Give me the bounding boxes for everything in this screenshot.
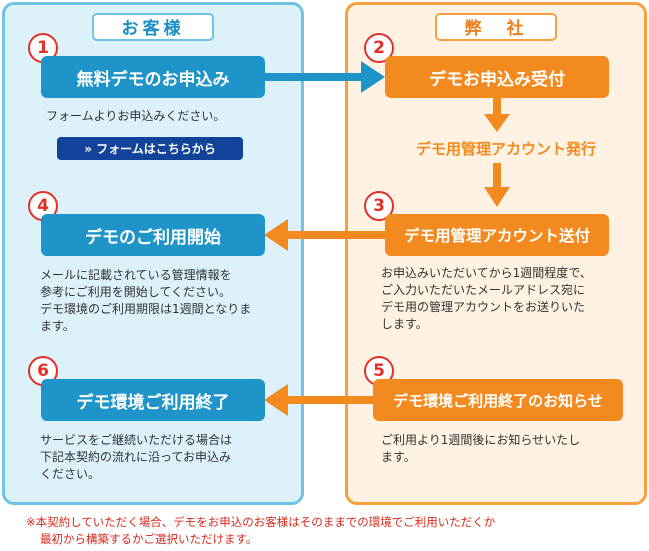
step4-description: メールに記載されている管理情報を 参考にご利用を開始してください。 デモ環境のご…: [40, 268, 252, 333]
step6-description: サービスをご継続いただける場合は 下記本契約の流れに沿ってお申込み ください。: [40, 433, 233, 481]
arrow-down-to-issue: [484, 98, 510, 132]
company-header: 弊 社: [435, 13, 557, 41]
step3-box: デモ用管理アカウント送付: [385, 214, 609, 256]
account-issue-label: デモ用管理アカウント発行: [415, 140, 596, 158]
step2-box: デモお申込み受付: [385, 56, 609, 98]
footnote: ※本契約していただく場合、デモをお申込のお客様はそのままでの環境でご利用いただく…: [26, 515, 496, 546]
form-link-button[interactable]: » フォームはこちらから: [57, 137, 243, 160]
step3-description: お申込みいただいてから1週間程度で、 ご入力いただいたメールアドレス宛に デモ用…: [381, 266, 592, 331]
step1-box: 無料デモのお申込み: [41, 56, 265, 98]
step1-description: フォームよりお申込みください。: [46, 109, 226, 123]
arrow-step5-to-step6: [264, 384, 376, 416]
step5-box: デモ環境ご利用終了のお知らせ: [373, 379, 623, 421]
arrow-step3-to-step4: [264, 219, 386, 251]
step6-box: デモ環境ご利用終了: [41, 379, 265, 421]
arrow-down-to-step3: [484, 163, 510, 207]
arrow-step1-to-step2: [265, 61, 385, 93]
step5-description: ご利用より1週間後にお知らせいたし ます。: [381, 433, 581, 464]
step4-box: デモのご利用開始: [41, 214, 265, 256]
step-number-3: 3: [364, 191, 394, 221]
customer-header: お客様: [92, 13, 214, 41]
